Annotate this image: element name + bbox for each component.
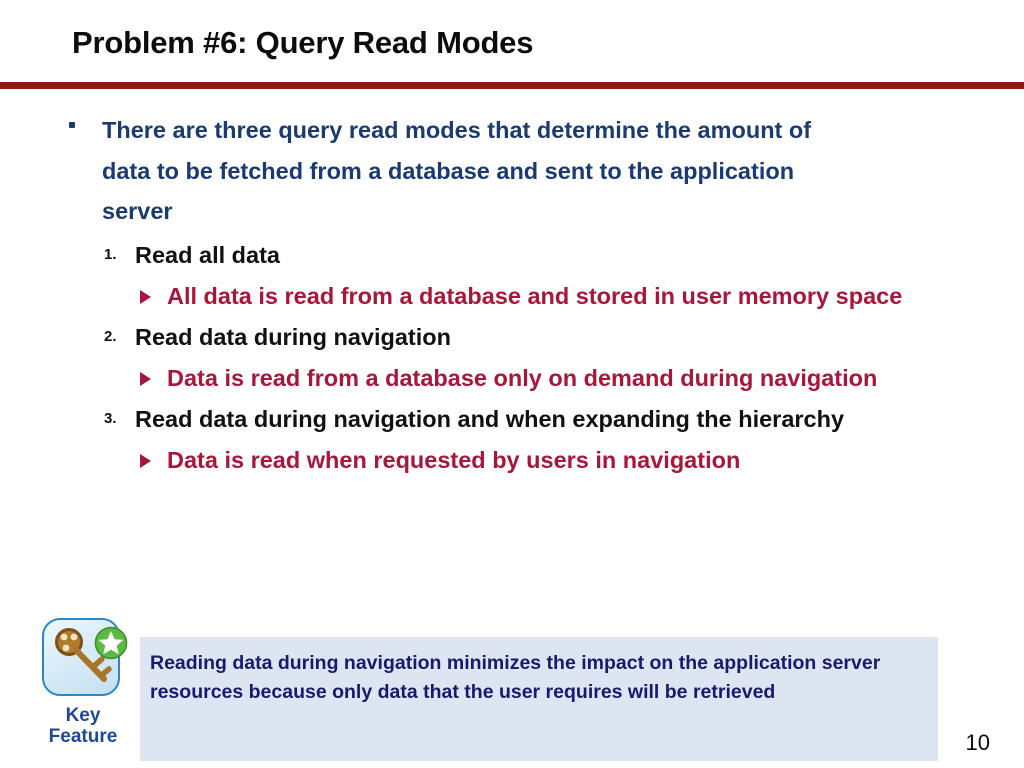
key-feature-callout-box: Reading data during navigation minimizes… xyxy=(140,637,938,761)
list-item-detail: Data is read when requested by users in … xyxy=(0,441,1024,480)
list-item-detail-text: All data is read from a database and sto… xyxy=(167,282,903,309)
intro-bullet: There are three query read modes that de… xyxy=(0,110,1024,232)
page-title: Problem #6: Query Read Modes xyxy=(72,25,534,60)
list-item-number: 1. xyxy=(104,245,117,263)
list-item-detail-text: Data is read when requested by users in … xyxy=(167,446,741,473)
list-item-label: Read data during navigation xyxy=(135,323,451,350)
key-feature-label: Key Feature xyxy=(23,705,143,747)
star-badge-icon xyxy=(94,626,128,660)
bullet-dot-icon xyxy=(69,122,75,128)
key-feature-callout-text: Reading data during navigation minimizes… xyxy=(150,652,881,703)
intro-bullet-text: There are three query read modes that de… xyxy=(102,117,812,224)
triangle-bullet-icon xyxy=(140,453,151,468)
triangle-bullet-icon xyxy=(140,289,151,304)
title-divider-rule xyxy=(0,82,1024,89)
list-item-detail-text: Data is read from a database only on dem… xyxy=(167,364,878,391)
list-item: 3. Read data during navigation and when … xyxy=(0,400,1024,439)
key-feature-badge: Key Feature xyxy=(23,618,143,747)
list-item-label: Read all data xyxy=(135,241,280,268)
list-item-number: 2. xyxy=(104,327,117,345)
list-item: 2. Read data during navigation xyxy=(0,318,1024,357)
key-feature-label-line2: Feature xyxy=(48,726,118,747)
key-icon xyxy=(55,628,112,682)
list-item-detail: Data is read from a database only on dem… xyxy=(0,359,1024,398)
list-item: 1. Read all data xyxy=(0,236,1024,275)
slide-body: There are three query read modes that de… xyxy=(0,110,1024,480)
list-item-number: 3. xyxy=(104,409,117,427)
key-feature-label-line1: Key xyxy=(65,705,101,726)
key-feature-icon-group xyxy=(42,618,128,700)
triangle-bullet-icon xyxy=(140,371,151,386)
page-number: 10 xyxy=(965,730,990,755)
list-item-detail: All data is read from a database and sto… xyxy=(0,277,1024,316)
list-item-label: Read data during navigation and when exp… xyxy=(135,405,845,432)
